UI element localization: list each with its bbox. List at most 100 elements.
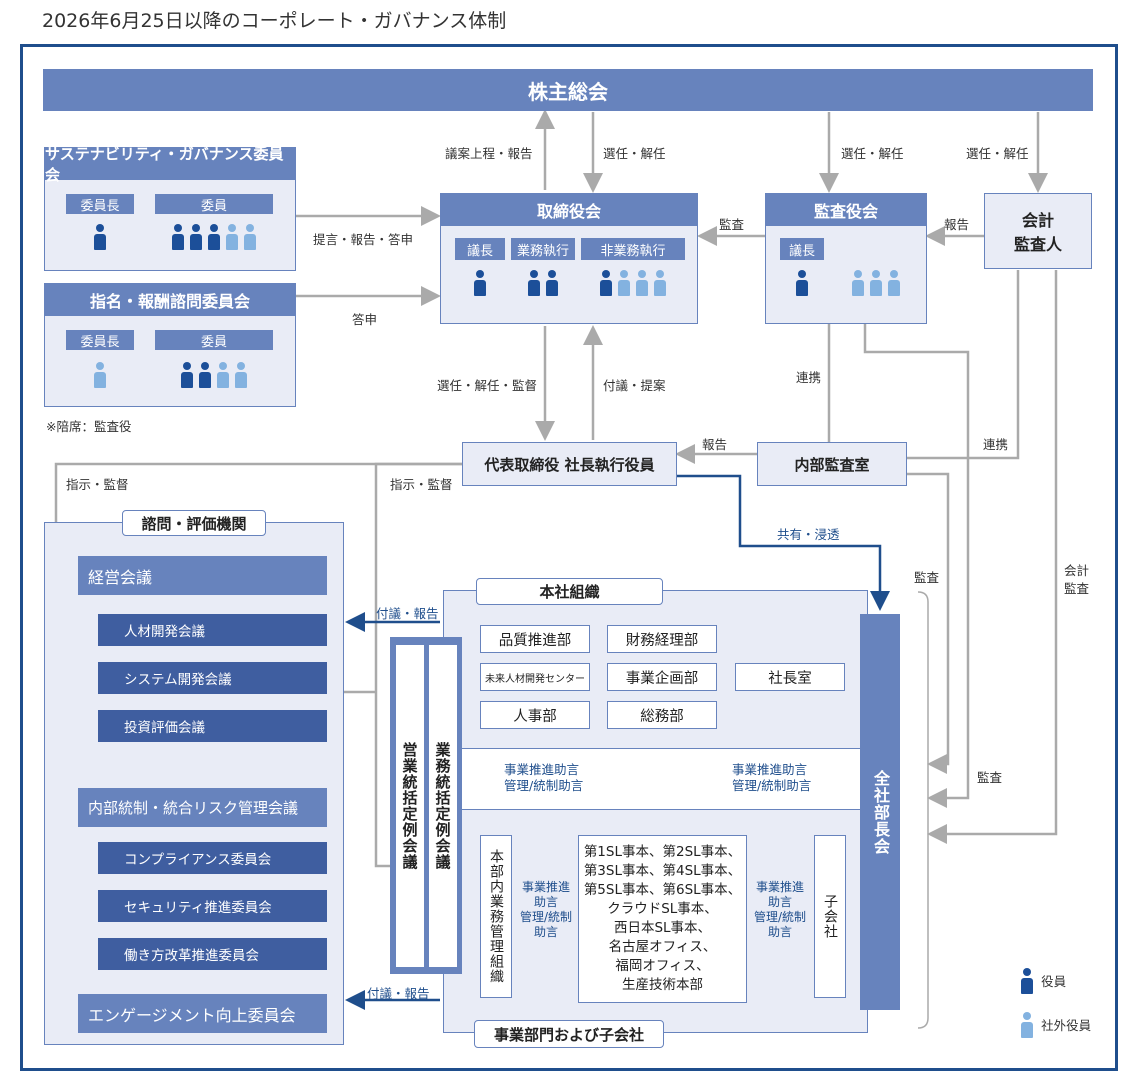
officer-icon [474,270,486,296]
business-divisions: 第1SL事本、第2SL事本、第3SL事本、第4SL事本、第5SL事本、第6SL事… [578,835,747,1003]
advisory-title: 諮問・評価機関 [122,510,266,536]
outside-officer-icon [235,362,247,388]
label-cooperate-audit: 連携 [796,370,822,385]
security-committee: セキュリティ推進委員会 [98,890,327,922]
label-audit-internal: 監査 [914,570,940,585]
risk-management-meeting: 内部統制・統合リスク管理会議 [78,788,327,827]
audit-chair-people [780,270,824,296]
label-instruct-left: 指示・監督 [66,477,129,492]
label-refer-propose: 付議・提案 [603,378,666,393]
outside-officer-icon [852,270,864,296]
label-elect-supervise: 選任・解任・監督 [437,378,538,393]
label-audit-board: 監査 [719,217,745,232]
legend-outside: 社外役員 [1018,1012,1091,1042]
page-title: 2026年6月25日以降のコーポレート・ガバナンス体制 [42,10,507,32]
compliance-committee: コンプライアンス委員会 [98,842,327,874]
officer-icon [546,270,558,296]
audit-chair-label: 議長 [780,238,824,260]
outside-officer-icon [1021,1012,1033,1038]
label-proposal-report: 議案上程・報告 [445,146,533,161]
dept-president-office: 社長室 [735,663,845,691]
sustain-members-label: 委員 [155,194,273,214]
nominate-chair-people [66,362,134,388]
officer-icon [600,270,612,296]
accountant-line2: 監査人 [1013,235,1062,254]
hr-dev-meeting: 人材開発会議 [98,614,327,646]
ops-meeting: 業務統括定例会議 [428,644,458,968]
management-meeting: 経営会議 [78,556,327,595]
audit-member-people [838,270,914,296]
label-report-accountant: 報告 [944,217,970,232]
advice-small-right: 事業推進助言管理/統制助言 [753,880,807,939]
officer-icon [208,224,220,250]
sustainability-committee: サステナビリティ・ガバナンス委員会 委員長 委員 [44,145,296,271]
accounting-auditor: 会計 監査人 [984,193,1092,269]
workstyle-committee: 働き方改革推進委員会 [98,938,327,970]
label-elect-accountant: 選任・解任 [966,146,1029,161]
dept-finance: 財務経理部 [607,625,717,653]
label-report-internal: 報告 [702,437,728,452]
advice-label-left: 事業推進助言管理/統制助言 [504,762,584,793]
board-of-directors: 取締役会 議長 業務執行 非業務執行 [440,193,698,324]
div-mgmt-org: 本部内業務管理組織 [480,835,512,998]
outside-officer-icon [654,270,666,296]
sustain-chair-people [66,224,134,250]
nomination-committee-title: 指名・報酬諮問委員会 [45,284,295,316]
board-exec-label: 業務執行 [511,238,575,260]
outside-officer-icon [226,224,238,250]
biz-units-title: 事業部門および子会社 [474,1020,664,1048]
label-share-spread: 共有・浸透 [777,527,840,542]
board-chair-people [455,270,505,296]
hq-title: 本社組織 [476,578,663,605]
label-cooperate-accountant: 連携 [983,437,1009,452]
system-dev-meeting: システム開発会議 [98,662,327,694]
officer-icon [190,224,202,250]
sustainability-committee-title: サステナビリティ・ガバナンス委員会 [45,145,295,184]
outside-officer-icon [244,224,256,250]
label-propose-report-answer: 提言・報告・答申 [313,232,414,247]
audit-board-title: 監査役会 [766,194,926,226]
attendance-note: ※陪席：監査役 [46,419,132,434]
label-elect-audit: 選任・解任 [841,146,904,161]
diagram-frame [20,44,1118,1071]
officer-icon [94,224,106,250]
board-nonexec-people [581,270,685,296]
label-instruct-right: 指示・監督 [390,477,453,492]
outside-officer-icon [618,270,630,296]
outside-officer-icon [870,270,882,296]
nominate-members-label: 委員 [155,330,273,350]
dept-planning: 事業企画部 [607,663,717,691]
outside-officer-icon [94,362,106,388]
advice-label-right: 事業推進助言管理/統制助言 [732,762,812,793]
legend-officer: 役員 [1018,968,1066,998]
investment-eval-meeting: 投資評価会議 [98,710,327,742]
board-nonexec-label: 非業務執行 [581,238,685,260]
nominate-chair-label: 委員長 [66,330,134,350]
label-refer-report-top: 付議・報告 [376,606,439,621]
all-dept-heads-meeting: 全社部長会 [860,614,900,1010]
accountant-line1: 会計 [1021,211,1054,230]
sustain-member-people [155,224,273,250]
internal-audit-office: 内部監査室 [757,442,907,486]
board-exec-people [511,270,575,296]
dept-general-affairs: 総務部 [607,701,717,729]
label-audit-auditboard: 監査 [977,770,1003,785]
outside-officer-icon [636,270,648,296]
sustain-chair-label: 委員長 [66,194,134,214]
ceo-box: 代表取締役 社長執行役員 [462,442,677,486]
advice-small-left: 事業推進助言管理/統制助言 [519,880,573,939]
label-answer: 答申 [352,312,378,327]
board-chair-label: 議長 [455,238,505,260]
subsidiaries: 子会社 [814,835,846,998]
label-refer-report-bottom: 付議・報告 [367,986,430,1001]
label-elect-board: 選任・解任 [603,146,666,161]
engagement-committee: エンゲージメント向上委員会 [78,994,327,1033]
dept-quality: 品質推進部 [480,625,590,653]
officer-icon [181,362,193,388]
outside-officer-icon [888,270,900,296]
officer-icon [1021,968,1033,994]
shareholders-meeting: 株主総会 [43,69,1093,111]
officer-icon [796,270,808,296]
dept-future-talent: 未来人材開発センター [480,663,590,691]
nominate-member-people [155,362,273,388]
